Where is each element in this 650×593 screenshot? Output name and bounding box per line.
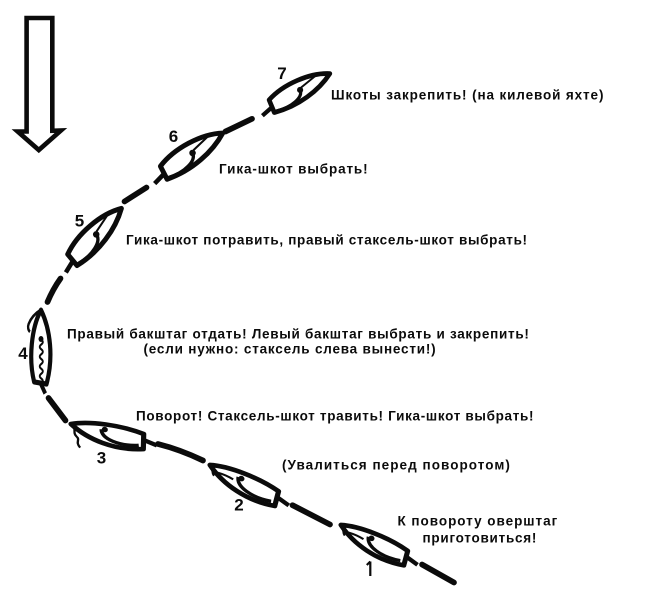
svg-text:2: 2 (234, 496, 243, 515)
svg-text:5: 5 (75, 212, 84, 231)
svg-text:6: 6 (169, 127, 178, 146)
svg-text:7: 7 (277, 64, 286, 83)
svg-text:4: 4 (18, 344, 28, 363)
svg-text:3: 3 (97, 449, 106, 468)
